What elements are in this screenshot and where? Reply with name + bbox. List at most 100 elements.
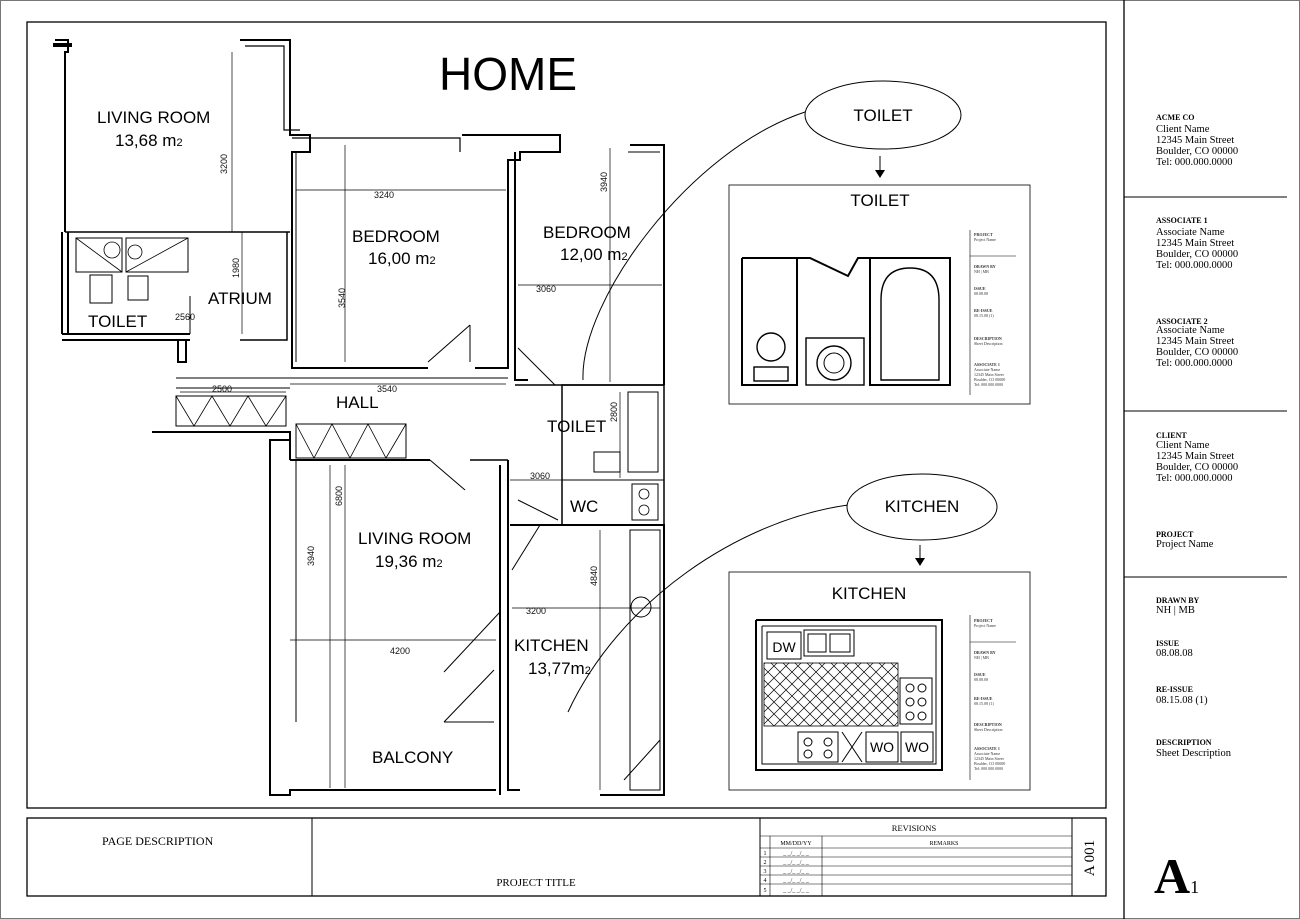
svg-text:DESCRIPTION: DESCRIPTION <box>974 722 1002 727</box>
svg-text:Associate Name: Associate Name <box>974 751 1000 756</box>
svg-text:ISSUE: ISSUE <box>974 672 986 677</box>
revision-row-number: 3 <box>764 869 767 875</box>
drawing-title: HOME <box>439 48 577 100</box>
dimension-lines <box>180 52 662 790</box>
closet-pattern <box>295 423 407 459</box>
room-name-toilet-1: TOILET <box>88 312 147 331</box>
revision-row-date: _ _/_ _/_ _ <box>782 888 810 894</box>
room-name-wc: WC <box>570 497 598 516</box>
revision-row-date: _ _/_ _/_ _ <box>782 860 810 866</box>
dim-label: 2560 <box>175 312 195 322</box>
wall <box>630 144 665 385</box>
sink <box>593 451 621 473</box>
kitchen-detail-card: KITCHEN DW WO <box>728 571 1031 791</box>
acme-line: 12345 Main Street <box>1156 135 1234 146</box>
acme-line: Client Name <box>1156 124 1210 135</box>
room-name-atrium: ATRIUM <box>208 289 272 308</box>
svg-text:08.08.08: 08.08.08 <box>974 677 988 682</box>
dimension-labels: 3200 3240 3940 1980 3540 3060 2560 2500 … <box>175 154 619 656</box>
wc-fixture <box>631 483 659 521</box>
svg-text:Associate Name: Associate Name <box>974 367 1000 372</box>
page-description-label: PAGE DESCRIPTION <box>102 834 214 848</box>
project-heading: PROJECT <box>1156 530 1194 539</box>
room-name-hall: HALL <box>336 393 379 412</box>
corridor-closet <box>295 423 407 459</box>
wall <box>507 460 520 791</box>
svg-text:Tel: 000.000.0000: Tel: 000.000.0000 <box>974 382 1003 387</box>
associate2-line: Associate Name <box>1156 325 1225 336</box>
drain <box>127 244 143 260</box>
svg-text:NH | MB: NH | MB <box>974 269 989 274</box>
revision-row-date: _ _/_ _/_ _ <box>782 878 810 884</box>
revision-row-number: 1 <box>764 851 767 857</box>
door-swing <box>511 524 541 571</box>
drawn-by-heading: DRAWN BY <box>1156 596 1200 605</box>
revisions-heading: REVISIONS <box>892 823 937 833</box>
wc-bowl <box>638 504 650 516</box>
svg-text:DRAWN BY: DRAWN BY <box>974 650 996 655</box>
svg-text:12345 Main Street: 12345 Main Street <box>974 756 1005 761</box>
associate1-line: Associate Name <box>1156 227 1225 238</box>
dim-label: 3940 <box>306 546 316 566</box>
svg-text:Boulder, CO 00000: Boulder, CO 00000 <box>974 377 1005 383</box>
dim-label: 2800 <box>609 402 619 422</box>
dim-label: 2500 <box>212 384 232 394</box>
svg-text:Project Name: Project Name <box>974 623 996 628</box>
issue-value: 08.08.08 <box>1156 648 1193 659</box>
bathtub <box>125 237 189 273</box>
revision-row-number: 5 <box>764 888 767 894</box>
dishwasher-label: DW <box>772 639 796 655</box>
toilet-card-title-block: PROJECT Project Name DRAWN BY NH | MB IS… <box>974 232 1005 387</box>
revisions-date-header: MM/DD/YY <box>780 841 812 847</box>
sheet-number: A1 <box>1154 848 1199 904</box>
associate1-line: 12345 Main Street <box>1156 238 1234 249</box>
room-area-bedroom-2: 12,00 m2 <box>560 245 628 264</box>
room-name-toilet-2: TOILET <box>547 417 606 436</box>
toilet-callout-label: TOILET <box>853 106 912 125</box>
svg-text:Project Name: Project Name <box>974 237 996 242</box>
dim-label: 3940 <box>599 172 609 192</box>
description-heading: DESCRIPTION <box>1156 738 1212 747</box>
dim-label: 6800 <box>334 486 344 506</box>
svg-text:Sheet Description: Sheet Description <box>974 341 1003 346</box>
door-swing <box>427 324 471 363</box>
client-line: 12345 Main Street <box>1156 451 1234 462</box>
acme-line: Tel: 000.000.0000 <box>1156 157 1233 168</box>
svg-text:NH | MB: NH | MB <box>974 655 989 660</box>
svg-text:RE-ISSUE: RE-ISSUE <box>974 308 993 313</box>
room-area-kitchen: 13,77m2 <box>528 659 591 678</box>
acme-line: Boulder, CO 00000 <box>1156 146 1238 157</box>
dim-label: 4200 <box>390 646 410 656</box>
client-line: Boulder, CO 00000 <box>1156 462 1238 473</box>
dim-label: 3200 <box>219 154 229 174</box>
sheet-code: A 001 <box>1082 840 1098 876</box>
revision-row-number: 2 <box>764 860 767 866</box>
shower-tray <box>75 237 123 273</box>
door-swing <box>443 669 495 723</box>
shower-diagonal <box>75 237 123 273</box>
associate2-line: 12345 Main Street <box>1156 336 1234 347</box>
room-name-bedroom-2: BEDROOM <box>543 223 631 242</box>
door-swing <box>443 611 501 673</box>
stove <box>630 596 652 618</box>
associate1-line: Tel: 000.000.0000 <box>1156 260 1233 271</box>
toilet-leader-curve <box>582 111 806 381</box>
description-value: Sheet Description <box>1156 748 1232 759</box>
project-value: Project Name <box>1156 539 1214 550</box>
wall <box>177 340 187 363</box>
svg-text:PROJECT: PROJECT <box>974 232 993 237</box>
wall-oven-label: WO <box>905 739 929 755</box>
wall <box>245 45 300 131</box>
counter <box>629 529 661 791</box>
toilet-callout-bubble <box>804 80 962 150</box>
revisions-table <box>760 835 1072 896</box>
kitchen-card-title: KITCHEN <box>832 584 907 603</box>
associate2-line: Tel: 000.000.0000 <box>1156 358 1233 369</box>
svg-text:Tel: 000.000.0000: Tel: 000.000.0000 <box>974 766 1003 771</box>
dim-label: 3060 <box>530 471 550 481</box>
associate2-heading: ASSOCIATE 2 <box>1156 317 1208 326</box>
wall <box>240 39 311 232</box>
wall <box>292 137 461 152</box>
wall <box>462 134 561 369</box>
kitchen-floor-lattice <box>763 662 899 727</box>
